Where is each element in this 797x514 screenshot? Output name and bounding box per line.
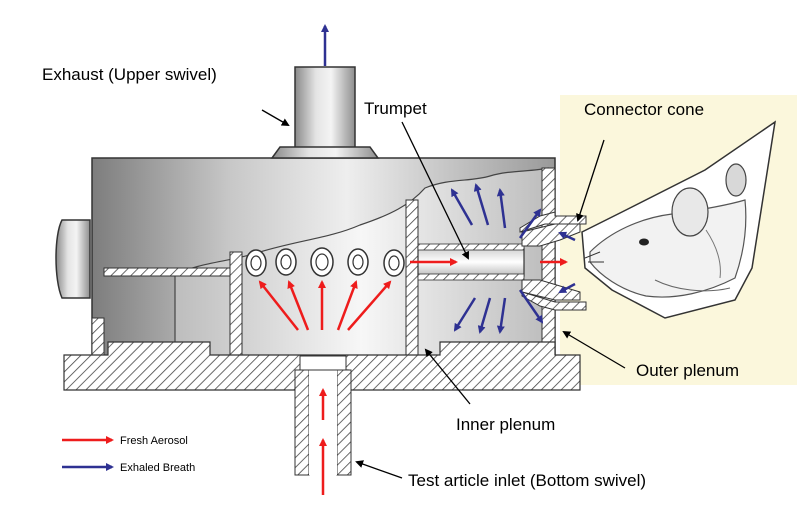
trumpet-wall-top [417,243,525,251]
inlet-collar [299,355,347,371]
aerosol-holes [245,247,405,277]
label-inner-plenum: Inner plenum [456,415,555,434]
trumpet-wall-bottom [417,273,525,281]
exhaled-breath-arrows [450,183,576,334]
side-port [55,219,91,299]
inlet-pipe-left-wall [294,369,310,476]
inlet-pipe-right-wall [336,369,352,476]
legend: Fresh Aerosol Exhaled Breath [62,435,195,474]
inner-plenum-wall-right [405,199,419,358]
label-trumpet: Trumpet [364,99,427,118]
fresh-aerosol-arrows [258,258,568,495]
connector-cone-upper [521,223,581,247]
leader-lines [261,109,626,479]
legend-exhaled-breath-label: Exhaled Breath [120,462,195,474]
inner-shelf-left [103,267,231,277]
label-outer-plenum: Outer plenum [636,361,739,380]
legend-fresh-aerosol-label: Fresh Aerosol [120,435,188,447]
exhaust-pipe [294,66,356,151]
label-test-article-inlet: Test article inlet (Bottom swivel) [408,471,646,490]
label-exhaust: Exhaust (Upper swivel) [42,65,217,84]
label-connector-cone: Connector cone [584,100,704,119]
outer-wall-left [91,317,105,358]
rat-head-illustration [581,120,777,319]
exhaust-flange [270,146,380,159]
inner-plenum-wall-left [229,251,243,358]
